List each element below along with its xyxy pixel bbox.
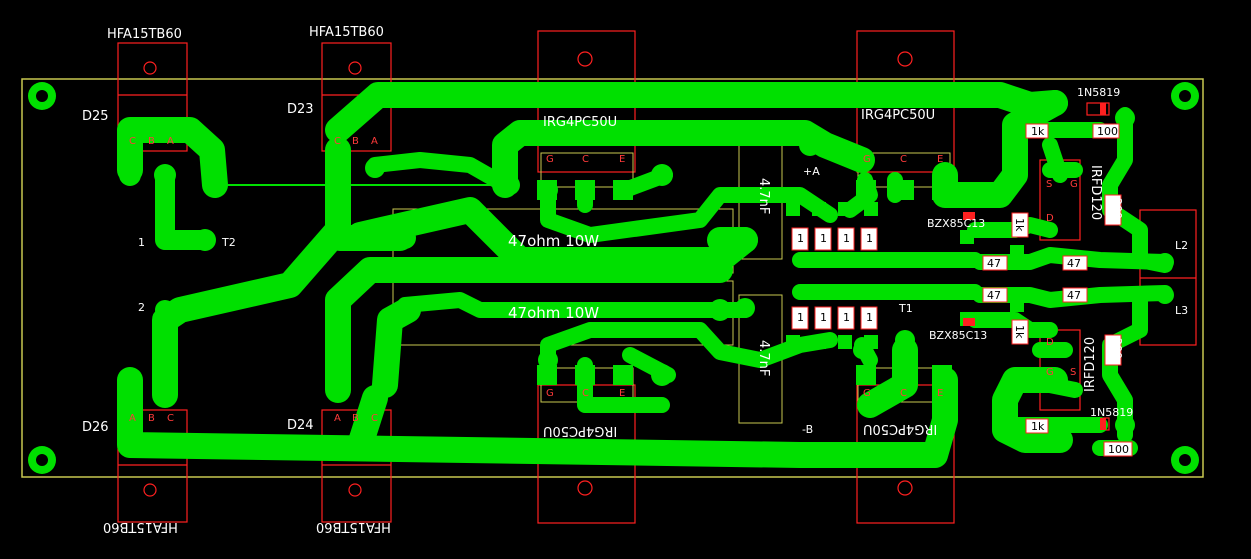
label-1k-bot: 1k bbox=[1031, 420, 1045, 433]
label-100-top: 100 bbox=[1097, 125, 1118, 138]
pin-g: G bbox=[863, 154, 871, 165]
pin-e: E bbox=[619, 388, 626, 399]
pin-g: G bbox=[1046, 367, 1054, 378]
label-minus-b: -B bbox=[802, 423, 814, 436]
pin-b: B bbox=[148, 413, 155, 424]
label-hfa-bot-2: HFA15TB60 bbox=[316, 519, 391, 534]
label-irg-bot-2: IRG4PC50U bbox=[863, 421, 938, 436]
label-d25: D25 bbox=[82, 109, 109, 124]
label-1k-top: 1k bbox=[1031, 125, 1045, 138]
label-r1-6: 1 bbox=[820, 311, 827, 324]
pin-s: S bbox=[1046, 179, 1053, 190]
label-d26: D26 bbox=[82, 420, 109, 435]
label-r1-7: 1 bbox=[843, 311, 850, 324]
label-1k-mid-top: 1k bbox=[1013, 218, 1026, 232]
label-47-2: 47 bbox=[1067, 257, 1081, 270]
label-200-bot: 200 bbox=[1111, 338, 1124, 359]
resistor-bodies bbox=[791, 123, 1133, 457]
label-1k-mid-bot: 1k bbox=[1013, 325, 1026, 339]
label-bzx-top: BZX85C13 bbox=[927, 217, 986, 230]
pin-c: C bbox=[129, 136, 136, 147]
label-irfd-bot: IRFD120 bbox=[1083, 336, 1098, 392]
pin-b: B bbox=[352, 413, 359, 424]
pin-c: C bbox=[582, 388, 589, 399]
label-t1: T1 bbox=[899, 302, 913, 315]
pin-e: E bbox=[937, 154, 944, 165]
label-res-bot: 47ohm 10W bbox=[508, 304, 600, 322]
pin-b: B bbox=[352, 136, 359, 147]
pin-s: S bbox=[1070, 367, 1077, 378]
label-r1-4: 1 bbox=[866, 232, 873, 245]
pin-c: C bbox=[900, 388, 907, 399]
label-r1-5: 1 bbox=[797, 311, 804, 324]
label-r1-8: 1 bbox=[866, 311, 873, 324]
pin-g: G bbox=[546, 154, 554, 165]
zener-marks bbox=[963, 103, 1106, 430]
pin-g: G bbox=[1070, 179, 1078, 190]
pin-c: C bbox=[167, 413, 174, 424]
label-cap-bot: 4.7nF bbox=[756, 340, 771, 377]
pin-c: C bbox=[900, 154, 907, 165]
label-irg-top-1: IRG4PC50U bbox=[543, 115, 618, 130]
mounting-holes bbox=[28, 82, 1199, 474]
label-node-2: 2 bbox=[138, 301, 145, 314]
pin-d: D bbox=[1046, 213, 1054, 224]
label-t2: T2 bbox=[222, 236, 236, 249]
board-outline bbox=[21, 78, 1204, 478]
label-47-1: 47 bbox=[987, 257, 1001, 270]
copper-traces bbox=[117, 82, 1173, 468]
pin-c: C bbox=[371, 413, 378, 424]
label-hfa-top-1: HFA15TB60 bbox=[107, 27, 182, 42]
pin-d: D bbox=[1046, 337, 1054, 348]
label-irg-bot-1: IRG4PC50U bbox=[543, 423, 618, 438]
pin-a: A bbox=[167, 136, 174, 147]
label-47-4: 47 bbox=[1067, 289, 1081, 302]
pin-e: E bbox=[937, 388, 944, 399]
pin-g: G bbox=[863, 388, 871, 399]
pin-c: C bbox=[582, 154, 589, 165]
pin-c: C bbox=[334, 136, 341, 147]
pin-a: A bbox=[371, 136, 378, 147]
label-res-top: 47ohm 10W bbox=[508, 232, 600, 250]
pin-a: A bbox=[334, 413, 341, 424]
label-r1-2: 1 bbox=[820, 232, 827, 245]
label-hfa-bot-1: HFA15TB60 bbox=[103, 519, 178, 534]
label-plus-a: +A bbox=[803, 165, 820, 178]
label-d23: D23 bbox=[287, 102, 314, 117]
label-d24: D24 bbox=[287, 418, 314, 433]
pin-e: E bbox=[619, 154, 626, 165]
pin-a: A bbox=[129, 413, 136, 424]
label-node-1: 1 bbox=[138, 236, 145, 249]
label-100-bot: 100 bbox=[1108, 443, 1129, 456]
label-1n5819-bot: 1N5819 bbox=[1090, 406, 1134, 419]
label-r1-3: 1 bbox=[843, 232, 850, 245]
pin-g: G bbox=[546, 388, 554, 399]
label-cap-top: 4.7nF bbox=[756, 178, 771, 215]
label-bzx-bot: BZX85C13 bbox=[929, 329, 988, 342]
label-hfa-top-2: HFA15TB60 bbox=[309, 25, 384, 40]
label-irg-top-2: IRG4PC50U bbox=[861, 108, 936, 123]
label-1n5819-top: 1N5819 bbox=[1077, 86, 1121, 99]
label-200-top: 200 bbox=[1111, 198, 1124, 219]
pin-b: B bbox=[148, 136, 155, 147]
label-l3: L3 bbox=[1175, 304, 1189, 317]
label-irfd-top: IRFD120 bbox=[1088, 165, 1103, 221]
label-47-3: 47 bbox=[987, 289, 1001, 302]
label-r1-1: 1 bbox=[797, 232, 804, 245]
label-l2: L2 bbox=[1175, 239, 1189, 252]
